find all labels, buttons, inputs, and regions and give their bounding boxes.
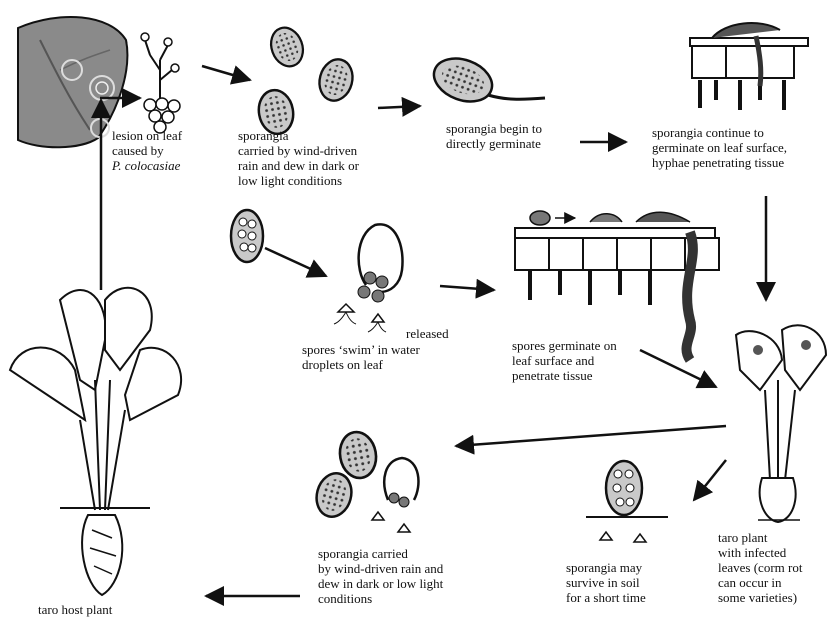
released-label: released: [406, 326, 449, 341]
leaf-tissue-penetration-illustration: [690, 23, 808, 110]
releasing-zoospores-illustration: [334, 224, 403, 332]
arrow-to-spore-penetration: [440, 286, 494, 290]
spores-swim-label: spores ‘swim’ in water droplets on leaf: [302, 342, 420, 372]
lesion-label: lesion on leaf caused by P. colocasiae: [112, 128, 182, 173]
infected-taro-plant-illustration: [736, 325, 826, 522]
sporangium-in-soil-illustration: [586, 461, 668, 542]
sporangia-carried-label: sporangia carried by wind-driven rain an…: [318, 546, 443, 606]
lesion-label-line1: lesion on leaf: [112, 128, 182, 143]
host-plant-label: taro host plant: [38, 602, 112, 617]
infected-plant-label: taro plant with infected leaves (corm ro…: [718, 530, 802, 605]
pathogen-name: P. colocasiae: [112, 158, 180, 173]
infected-leaf-illustration: [18, 17, 127, 147]
arrow-to-release: [265, 248, 326, 276]
lesion-label-line2: caused by: [112, 143, 164, 158]
arrow-to-sporangia-carried: [456, 426, 726, 446]
airborne-sporangia-illustration: [255, 23, 357, 136]
zoosporangium-illustration: [231, 210, 263, 262]
sporangia-wind-label: sporangia carried by wind-driven rain an…: [238, 128, 359, 188]
sporangiophore-illustration: [141, 33, 180, 133]
arrow-to-soil-survival: [694, 460, 726, 500]
arrow-to-germination: [378, 106, 420, 108]
spores-germinate-label: spores germinate on leaf surface and pen…: [512, 338, 617, 383]
arrow-to-infected-plant-middle: [640, 350, 716, 387]
continue-germinate-label: sporangia continue to germinate on leaf …: [652, 125, 787, 170]
arrow-to-airborne-sporangia: [202, 66, 250, 80]
germinating-sporangium-illustration: [428, 51, 545, 109]
germinate-directly-label: sporangia begin to directly germinate: [446, 121, 542, 151]
sporangia-carried-illustration: [312, 429, 419, 532]
taro-host-plant-illustration: [10, 288, 181, 595]
soil-survival-label: sporangia may survive in soil for a shor…: [566, 560, 646, 605]
